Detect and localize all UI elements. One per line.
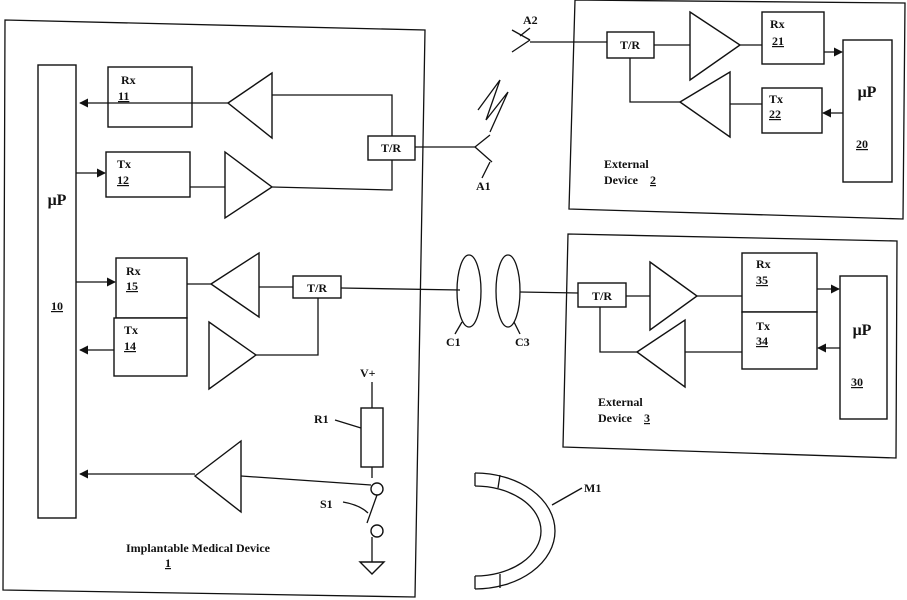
ext2-tx-amp [680, 72, 730, 137]
ext2-rx-label: Rx [770, 17, 785, 31]
ext3-rx-35 [742, 253, 817, 312]
implant-tx-14-number: 14 [124, 339, 136, 353]
implant-up-number: 10 [51, 299, 63, 313]
wireless-signal-icon [478, 80, 508, 132]
ext2-up-number: 20 [856, 137, 868, 151]
implant-tx-amp-top [225, 152, 272, 218]
implant-title: Implantable Medical Device [126, 541, 271, 555]
ground-icon [360, 562, 384, 574]
ext2-number: 2 [650, 173, 656, 187]
implant-tx-12-number: 12 [117, 173, 129, 187]
ext3-up-label: μP [853, 322, 872, 339]
s1-label: S1 [320, 497, 333, 511]
wire-ext3-txamp-tr [600, 307, 637, 352]
implant-rx-amp-bottom [211, 253, 259, 317]
a1-leader [482, 162, 490, 178]
antenna-a1-icon [475, 135, 492, 162]
vplus-label: V+ [360, 366, 376, 380]
implantable-device: μP 10 Rx 11 Tx 12 Rx 15 Tx 14 T/R T/R [3, 20, 475, 597]
ext2-tx-label: Tx [769, 92, 783, 106]
switch-contact-bottom [371, 525, 383, 537]
a1-label: A1 [476, 179, 491, 193]
antenna-link: A1 A2 [475, 13, 607, 193]
wire-txamp-to-tr [256, 298, 318, 355]
ext3-title: External [598, 395, 643, 409]
coil-c3 [496, 255, 520, 327]
r1-leader [335, 420, 361, 428]
ext3-up-number: 30 [851, 375, 863, 389]
implant-up-label: μP [48, 192, 67, 209]
ext2-tx-number: 22 [769, 107, 781, 121]
external-device-2: T/R Rx 21 Tx 22 μP 20 External Device 2 [569, 0, 905, 219]
wire-tr-to-coil [341, 288, 460, 290]
ext3-number: 3 [644, 411, 650, 425]
c3-label: C3 [515, 335, 530, 349]
ext3-tx-number: 34 [756, 334, 768, 348]
c1-label: C1 [446, 335, 461, 349]
ext2-subtitle: Device [604, 173, 639, 187]
ext3-subtitle: Device [598, 411, 633, 425]
magnet-outer-arc [475, 473, 555, 589]
wire-ext2-txamp-tr [630, 58, 680, 102]
m1-leader [552, 488, 582, 505]
ext2-rx-amp [690, 12, 740, 80]
ext3-microprocessor [840, 276, 887, 419]
wire-tr-to-rx-amp [272, 95, 392, 136]
s1-leader [343, 502, 368, 513]
external-device-3: T/R Rx 35 Tx 34 μP 30 External Device 3 [563, 234, 897, 458]
ext3-tr-label: T/R [592, 289, 612, 303]
wire-tx-amp-to-tr [272, 160, 392, 190]
magnet-m1: M1 [475, 473, 601, 589]
implant-rx-15-number: 15 [126, 279, 138, 293]
implant-tr-top-label: T/R [381, 141, 401, 155]
wire-switch-to-amp [241, 476, 371, 485]
ext3-tx-label: Tx [756, 319, 770, 333]
implant-tx-amp-bottom [209, 322, 256, 389]
switch-blade [367, 495, 377, 523]
ext2-up-label: μP [858, 84, 877, 101]
ext3-tx-amp [637, 320, 685, 387]
coil-c1 [457, 255, 481, 327]
ext3-rx-amp [650, 262, 697, 330]
ext2-title: External [604, 157, 649, 171]
ext2-tr-label: T/R [620, 38, 640, 52]
ext3-rx-label: Rx [756, 257, 771, 271]
inductive-link: C1 C3 [446, 255, 578, 349]
implant-rx-11-label: Rx [121, 73, 136, 87]
ext2-rx-number: 21 [772, 34, 784, 48]
a2-label: A2 [523, 13, 538, 27]
resistor-r1 [361, 408, 383, 467]
ext3-tx-34 [742, 312, 817, 369]
a2-leader [520, 28, 530, 36]
m1-label: M1 [584, 481, 601, 495]
implant-number: 1 [165, 556, 171, 570]
c1-leader [455, 322, 462, 334]
ext3-rx-number: 35 [756, 273, 768, 287]
r1-label: R1 [314, 412, 329, 426]
antenna-a2-icon [512, 30, 530, 52]
implant-tr-bottom-label: T/R [307, 281, 327, 295]
wire-coil-to-ext3 [520, 292, 578, 293]
magnet-inner-arc [475, 486, 541, 576]
implant-tx-12-label: Tx [117, 157, 131, 171]
implant-switch-amp [195, 441, 241, 512]
c3-leader [514, 322, 520, 334]
implant-rx-amp-top [228, 73, 272, 138]
implant-tx-14-label: Tx [124, 323, 138, 337]
implant-microprocessor [38, 65, 76, 518]
implant-rx-15-label: Rx [126, 264, 141, 278]
magnet-pole-divider-top [498, 475, 500, 488]
ext2-microprocessor [843, 40, 892, 182]
switch-contact-top [371, 483, 383, 495]
implant-rx-11-number: 11 [118, 89, 129, 103]
